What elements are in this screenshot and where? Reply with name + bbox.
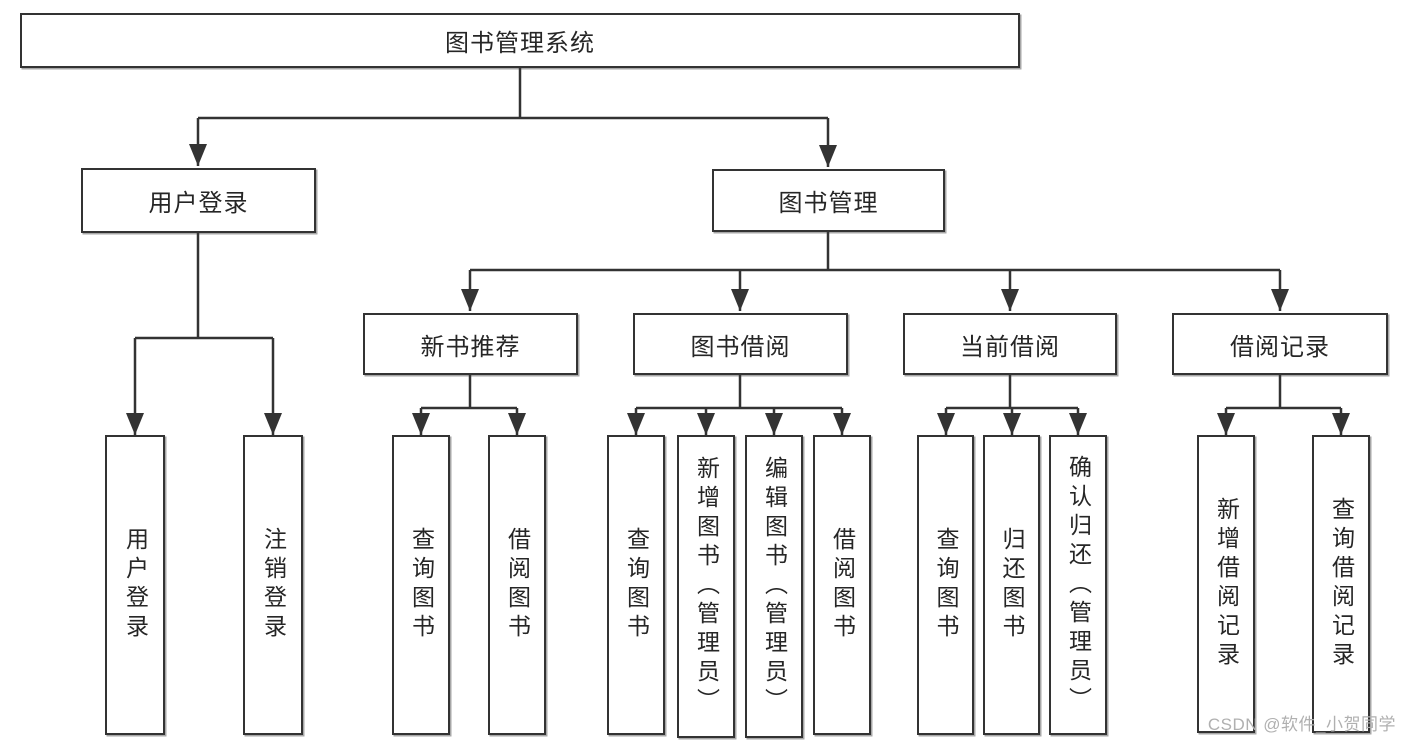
leaf-return-books: 归还图书 <box>983 435 1040 735</box>
leaf-label: 查询借阅记录 <box>1328 497 1355 671</box>
node-label: 借阅记录 <box>1230 333 1330 361</box>
leaf-confirm-return-admin: 确认归还（管理员） <box>1049 435 1107 735</box>
csdn-watermark: CSDN @软件_小贺同学 <box>1207 715 1396 734</box>
node-book-management: 图书管理 <box>712 169 945 232</box>
leaf-edit-books-admin: 编辑图书（管理员） <box>745 435 803 738</box>
leaf-label: 确认归还（管理员） <box>1065 454 1092 716</box>
node-label: 图书借阅 <box>690 333 791 361</box>
leaf-label: 新增借阅记录 <box>1213 497 1240 671</box>
node-label: 用户登录 <box>148 190 249 217</box>
leaf-label: 注销登录 <box>260 527 287 643</box>
node-new-book-recommendation: 新书推荐 <box>363 313 578 375</box>
leaf-logout: 注销登录 <box>243 435 303 735</box>
leaf-label: 查询图书 <box>933 527 959 643</box>
leaf-label: 查询图书 <box>408 527 435 643</box>
leaf-borrow-books-recommend: 借阅图书 <box>488 435 546 735</box>
node-label: 图书管理 <box>778 190 879 217</box>
leaf-add-books-admin: 新增图书（管理员） <box>677 435 735 738</box>
leaf-label: 编辑图书（管理员） <box>761 456 788 717</box>
node-label: 当前借阅 <box>960 333 1060 361</box>
node-user-login: 用户登录 <box>81 168 316 233</box>
node-library-management-system: 图书管理系统 <box>20 13 1020 68</box>
node-current-borrowing: 当前借阅 <box>903 313 1117 375</box>
leaf-query-books-recommend: 查询图书 <box>392 435 450 735</box>
leaf-query-borrow-record: 查询借阅记录 <box>1312 435 1370 733</box>
leaf-label: 借阅图书 <box>504 527 531 643</box>
node-book-borrowing: 图书借阅 <box>633 313 848 375</box>
leaf-borrow-books: 借阅图书 <box>813 435 871 735</box>
node-label: 新书推荐 <box>420 333 521 361</box>
node-label: 图书管理系统 <box>445 30 595 57</box>
leaf-add-borrow-record: 新增借阅记录 <box>1197 435 1255 733</box>
node-borrowing-records: 借阅记录 <box>1172 313 1388 375</box>
leaf-label: 查询图书 <box>623 527 650 643</box>
leaf-query-books-borrow: 查询图书 <box>607 435 665 735</box>
leaf-label: 归还图书 <box>999 527 1025 643</box>
leaf-label: 新增图书（管理员） <box>693 456 720 717</box>
leaf-query-books-current: 查询图书 <box>917 435 974 735</box>
leaf-label: 用户登录 <box>122 527 149 643</box>
leaf-label: 借阅图书 <box>829 527 856 643</box>
leaf-user-login: 用户登录 <box>105 435 165 735</box>
